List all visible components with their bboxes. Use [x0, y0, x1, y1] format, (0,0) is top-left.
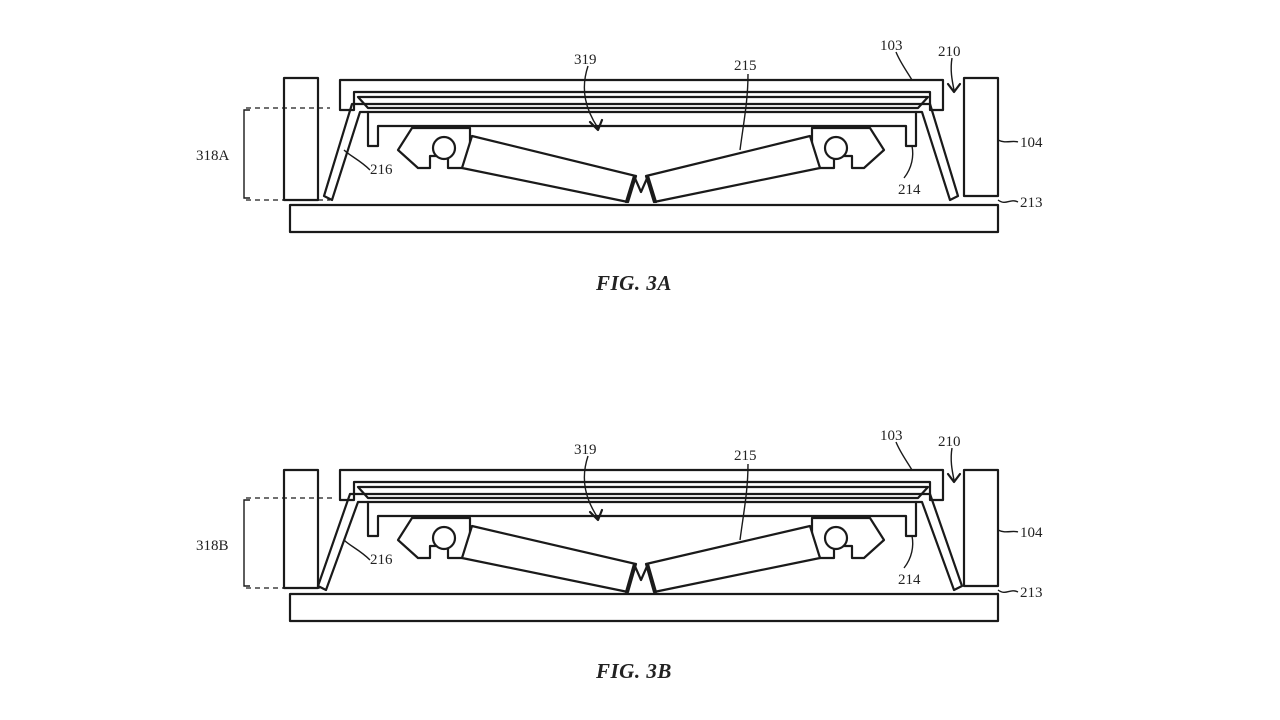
leader-319 — [583, 65, 599, 129]
leader-103 — [895, 441, 913, 471]
right-housing-wall — [962, 468, 1000, 588]
right-pivot-pin — [823, 525, 849, 551]
keycap — [338, 468, 945, 502]
key-plate — [356, 95, 930, 110]
base-plate — [288, 592, 1000, 623]
leader-215 — [739, 73, 749, 151]
label-210: 210 — [938, 44, 961, 60]
key-plate — [356, 485, 930, 500]
label-318a: 318A — [196, 148, 230, 164]
leader-214 — [903, 535, 914, 569]
leader-213 — [997, 589, 1019, 593]
figure-3b: 103 210 319 215 104 318B 216 214 213 FIG… — [196, 428, 1043, 683]
membrane-dome — [322, 102, 960, 202]
label-214: 214 — [898, 572, 921, 588]
label-319: 319 — [574, 442, 597, 458]
label-318b: 318B — [196, 538, 229, 554]
left-housing-wall — [282, 468, 320, 590]
label-215: 215 — [734, 448, 757, 464]
left-housing-wall — [282, 76, 320, 202]
caption-fig-3a: FIG. 3A — [595, 271, 672, 295]
dimension-bracket — [243, 499, 250, 587]
left-wing — [460, 134, 638, 204]
leader-319 — [583, 455, 599, 519]
center-hinge — [624, 562, 658, 594]
leader-104 — [997, 529, 1019, 533]
leader-213 — [997, 199, 1019, 203]
label-213: 213 — [1020, 195, 1043, 211]
arrow-319 — [588, 118, 604, 132]
right-housing-wall — [962, 76, 1000, 198]
right-wing — [644, 524, 822, 594]
label-104: 104 — [1020, 525, 1043, 541]
leader-210 — [950, 447, 955, 481]
bracket — [366, 500, 918, 538]
leader-104 — [997, 139, 1019, 143]
keycap — [338, 78, 945, 112]
label-319: 319 — [574, 52, 597, 68]
label-215: 215 — [734, 58, 757, 74]
membrane-dome — [316, 492, 964, 592]
leader-210 — [950, 57, 955, 91]
arrow-319 — [588, 508, 604, 522]
label-103: 103 — [880, 38, 903, 54]
leader-216 — [343, 539, 371, 561]
label-216: 216 — [370, 162, 393, 178]
left-pivot-pin — [431, 525, 457, 551]
left-wing — [460, 524, 638, 594]
base-plate — [288, 203, 1000, 234]
figure-3a: 103 210 319 215 104 318A 216 214 213 FIG… — [196, 38, 1043, 295]
label-210: 210 — [938, 434, 961, 450]
label-103: 103 — [880, 428, 903, 444]
leader-215 — [739, 463, 749, 541]
label-104: 104 — [1020, 135, 1043, 151]
label-216: 216 — [370, 552, 393, 568]
caption-fig-3b: FIG. 3B — [595, 659, 672, 683]
right-wing — [644, 134, 822, 204]
dimension-bracket — [243, 109, 250, 199]
label-214: 214 — [898, 182, 921, 198]
left-bracket — [366, 110, 918, 148]
right-pivot-pin — [823, 135, 849, 161]
left-pivot-pin — [431, 135, 457, 161]
arrow-210 — [946, 472, 962, 484]
leader-216 — [343, 149, 371, 171]
label-213: 213 — [1020, 585, 1043, 601]
center-hinge — [624, 174, 658, 204]
arrow-210 — [946, 82, 962, 94]
leader-103 — [895, 51, 913, 81]
leader-214 — [903, 145, 914, 179]
